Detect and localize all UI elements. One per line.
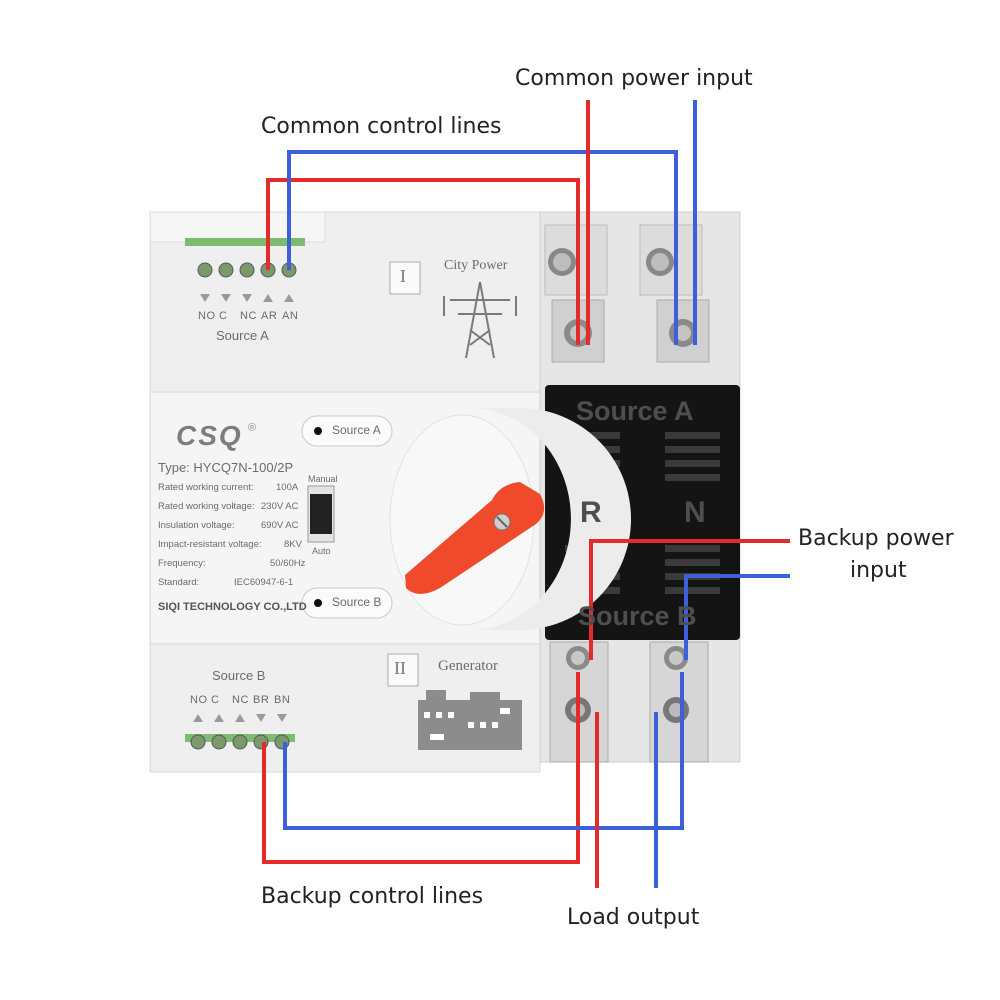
brand-logo: CSQ [176, 420, 243, 451]
registered-mark: ® [248, 422, 257, 434]
source-a-terminal-arrows [200, 294, 294, 302]
spec-value: 690V AC [261, 520, 299, 531]
spec-value: 230V AC [261, 501, 299, 512]
top-terminal-blocks [544, 224, 710, 363]
spec-row: Insulation voltage: 690V AC [158, 520, 304, 539]
spec-label: Standard: [158, 577, 200, 588]
spec-table: Rated working current: 100A Rated working… [158, 482, 306, 596]
common-control-lines [266, 150, 678, 345]
spec-label: Rated working current: [158, 482, 254, 493]
spec-row: Standard: IEC60947-6-1 [158, 577, 304, 596]
cover-n-label: N [684, 496, 706, 529]
spec-value: 50/60Hz [270, 558, 306, 569]
spec-label: Rated working voltage: [158, 501, 255, 512]
city-power-label: City Power [444, 258, 508, 273]
generator-label: Generator [438, 658, 498, 674]
spec-value: 8KV [284, 539, 302, 550]
terminal-label: NC [240, 310, 257, 322]
spec-row: Frequency: 50/60Hz [158, 558, 306, 577]
spec-row: Impact-resistant voltage: 8KV [158, 539, 304, 558]
backup-power-input-label-line2: input [850, 558, 907, 583]
cover-source-a-label: Source A [576, 396, 694, 426]
top-left-module-step [149, 211, 326, 243]
manual-auto-slider-knob[interactable] [310, 494, 332, 534]
backup-control-live [262, 672, 580, 864]
backup-control-lines [262, 672, 684, 864]
terminal-label: C [219, 310, 228, 322]
terminal-label: AR [261, 310, 278, 322]
source-b-indicator-dot [314, 599, 322, 607]
terminal-label: NO [198, 310, 216, 322]
source-a-button-label[interactable]: Source A [332, 423, 381, 437]
backup-power-neutral [684, 574, 790, 660]
load-output [595, 712, 658, 888]
source-b-panel-caption: Source B [212, 668, 266, 683]
common-power-input-label: Common power input [515, 66, 753, 91]
manufacturer-name: SIQI TECHNOLOGY CO.,LTD [158, 601, 307, 613]
terminal-label: C [211, 694, 220, 706]
load-output-label: Load output [567, 905, 700, 930]
backup-control-neutral [283, 672, 684, 830]
spec-value: IEC60947-6-1 [234, 577, 294, 588]
spec-row: Rated working voltage: 230V AC [158, 501, 304, 520]
common-control-neutral [287, 150, 678, 345]
roman-numeral-i: I [400, 266, 406, 286]
source-b-button-frame[interactable] [301, 587, 393, 619]
common-control-lines-label: Common control lines [261, 114, 502, 139]
terminal-label: NO [190, 694, 208, 706]
spec-label: Insulation voltage: [158, 520, 235, 531]
backup-power-live [589, 539, 790, 660]
mode-auto-label: Auto [312, 546, 331, 556]
roman-numeral-ii: II [394, 658, 406, 678]
terminal-label: BR [253, 694, 270, 706]
common-control-live [266, 178, 580, 345]
roman-box-i [389, 261, 421, 295]
source-a-panel-caption: Source A [216, 328, 269, 343]
cover-source-b-label: Source B [578, 601, 697, 631]
terminal-label: NC [232, 694, 249, 706]
spec-value: 100A [276, 482, 299, 493]
backup-control-lines-label: Backup control lines [261, 884, 484, 909]
power-pylon-icon [443, 281, 517, 359]
backup-power-input-label-line1: Backup power [798, 526, 954, 551]
model-type: Type: HYCQ7N-100/2P [158, 460, 294, 475]
roman-box-ii [387, 653, 419, 687]
cover-r-label: R [580, 496, 602, 529]
spec-row: Rated working current: 100A [158, 482, 304, 501]
selector-handle[interactable] [405, 482, 545, 594]
spec-label: Impact-resistant voltage: [158, 539, 262, 550]
terminal-label: BN [274, 694, 291, 706]
source-a-indicator-dot [314, 427, 322, 435]
terminal-label: AN [282, 310, 299, 322]
source-b-terminal-arrows [193, 714, 287, 722]
source-b-button-label[interactable]: Source B [332, 595, 382, 609]
source-a-button-frame[interactable] [301, 415, 393, 447]
mode-manual-label: Manual [308, 474, 338, 484]
common-power-input [586, 100, 697, 345]
backup-power-input [589, 539, 790, 660]
spec-label: Frequency: [158, 558, 206, 569]
